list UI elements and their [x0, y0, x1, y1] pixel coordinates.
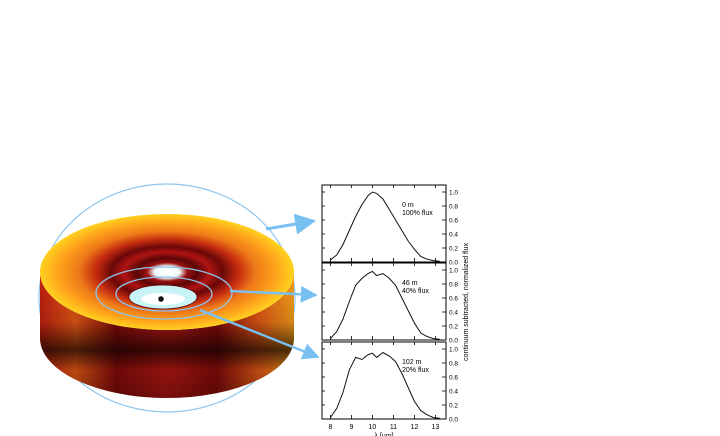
- y-tick-label: 0.8: [449, 361, 458, 368]
- panel-annotation: 100% flux: [402, 210, 433, 217]
- panel-annotation: 40% flux: [402, 288, 429, 295]
- y-tick-label: 0.0: [449, 338, 458, 345]
- arrow-right-icon: [199, 308, 320, 360]
- y-tick-label: 0.6: [449, 296, 458, 303]
- central-star: [158, 296, 164, 302]
- y-tick-label: 0.6: [449, 375, 458, 382]
- y-tick-label: 0.0: [449, 260, 458, 267]
- panel-annotation: 102 m: [402, 359, 422, 366]
- spectrum-line: [330, 270, 440, 340]
- panel-annotation: 20% flux: [402, 367, 429, 374]
- y-tick-label: 1.0: [449, 268, 458, 275]
- ring-inner: [115, 276, 213, 312]
- y-tick-label: 0.0: [449, 417, 458, 424]
- outer-envelope-ellipse: [38, 183, 296, 413]
- y-tick-label: 0.2: [449, 403, 458, 410]
- panel-frame: [321, 262, 447, 341]
- y-tick-label: 0.8: [449, 204, 458, 211]
- spectrum-line: [329, 351, 440, 419]
- x-tick-label: 9: [349, 424, 353, 431]
- y-tick-label: 0.6: [449, 218, 458, 225]
- y-tick-label: 0.2: [449, 246, 458, 253]
- panel-annotation: 0 m: [402, 202, 414, 209]
- disk-illustration: [38, 183, 320, 413]
- spectrum-line: [330, 191, 440, 262]
- arrow-right-icon: [229, 285, 318, 303]
- y-tick-label: 0.4: [449, 310, 458, 317]
- x-axis-label: λ [μm]: [374, 433, 393, 436]
- panel-frame: [321, 184, 447, 263]
- y-tick-label: 0.4: [449, 232, 458, 239]
- panel-frame: [321, 341, 447, 420]
- x-tick-label: 11: [390, 424, 397, 431]
- disk-side-shading: [40, 272, 294, 398]
- ring-outer: [95, 266, 233, 320]
- x-tick-label: 13: [432, 424, 440, 431]
- y-tick-label: 1.0: [449, 190, 458, 197]
- y-tick-label: 0.2: [449, 324, 458, 331]
- arrow-right-icon: [265, 213, 317, 235]
- panel-annotation: 46 m: [402, 280, 418, 287]
- disk-top-face: [40, 214, 294, 330]
- y-axis-label: continuum subtracted, normalized flux: [463, 243, 470, 361]
- x-tick-label: 12: [411, 424, 419, 431]
- x-tick-label: 8: [328, 424, 332, 431]
- y-tick-label: 1.0: [449, 347, 458, 354]
- y-tick-label: 0.8: [449, 282, 458, 289]
- y-tick-label: 0.4: [449, 389, 458, 396]
- x-tick-label: 10: [369, 424, 377, 431]
